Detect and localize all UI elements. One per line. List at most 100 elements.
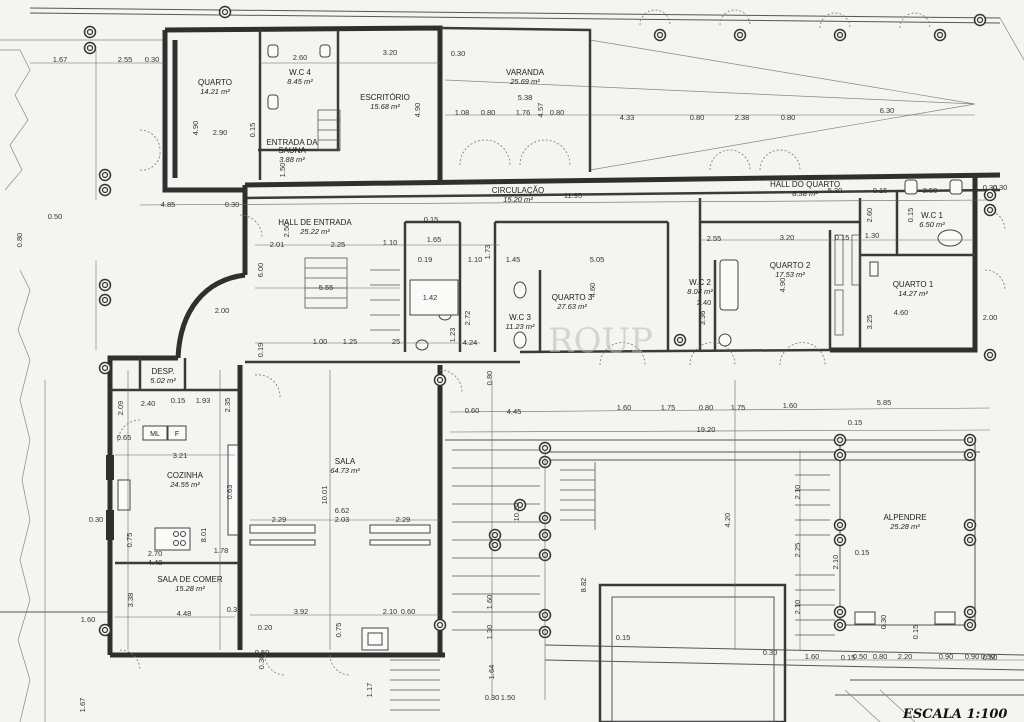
- column-circle: [218, 5, 232, 19]
- dimension-label: 0.80: [873, 652, 888, 661]
- dimension-label: 2.35: [223, 398, 232, 413]
- dimension-label: 4.60: [894, 308, 909, 317]
- dimension-label: 2.01: [270, 240, 285, 249]
- ml-label: ML: [150, 431, 160, 438]
- dimension-label: 8.01: [199, 528, 208, 543]
- dimension-label: 1.23: [448, 328, 457, 343]
- room-name: ESCRITÓRIO: [360, 93, 410, 102]
- dimension-label: 2.60: [293, 53, 308, 62]
- room-label: W.C 48.45 m²: [287, 68, 313, 86]
- column-core: [986, 351, 994, 359]
- room-area: 25.22 m²: [299, 227, 330, 236]
- dimension-label: 0.15: [835, 233, 850, 242]
- dimension-label: 0.90: [965, 652, 980, 661]
- column-circle: [98, 168, 112, 182]
- column-core: [656, 31, 664, 39]
- dimension-label: 8.82: [579, 578, 588, 593]
- room-area: 24.55 m²: [169, 480, 200, 489]
- room-area: 11.23 m²: [505, 322, 535, 331]
- dimension-label: 4.90: [778, 278, 787, 293]
- column-core: [836, 31, 844, 39]
- watermark-text: ROUP: [548, 321, 653, 361]
- room-name: COZINHA: [167, 471, 204, 480]
- dimension-label: 1.60: [783, 401, 798, 410]
- room-label: DESP.5.02 m²: [150, 367, 176, 385]
- room-area: 25.28 m²: [889, 522, 920, 531]
- column-circle: [963, 533, 977, 547]
- room-label: QUARTO 114.27 m²: [893, 280, 934, 298]
- dimension-label: 5.05: [590, 255, 605, 264]
- room-area: 8.38 m²: [792, 189, 818, 198]
- room-name: ENTRADA DA: [266, 138, 318, 147]
- column-circle: [653, 28, 667, 42]
- column-circle: [963, 618, 977, 632]
- dimension-label: 3.36: [698, 311, 707, 326]
- dimension-label: 1.75: [731, 403, 746, 412]
- column-core: [436, 621, 444, 629]
- column-circle: [83, 41, 97, 55]
- room-name: HALL DE ENTRADA: [278, 218, 352, 227]
- column-circle: [98, 293, 112, 307]
- dimension-label: 1.65: [427, 235, 442, 244]
- column-circle: [983, 203, 997, 217]
- dimension-label: 1.50: [278, 163, 287, 178]
- dimension-label: 0.50: [48, 212, 63, 221]
- column-core: [986, 191, 994, 199]
- column-circle: [963, 433, 977, 447]
- dimension-label: 0.60: [401, 607, 416, 616]
- dimension-label: 5.85: [877, 398, 892, 407]
- column-core: [101, 281, 109, 289]
- room-name: QUARTO 1: [893, 280, 934, 289]
- dimension-label: 0.19: [418, 255, 433, 264]
- column-core: [966, 451, 974, 459]
- column-circle: [833, 533, 847, 547]
- dimension-label: 0.90: [939, 652, 954, 661]
- room-name: HALL DO QUARTO: [770, 180, 840, 189]
- room-name: SAUNA: [278, 146, 306, 155]
- dimension-label: 2.29: [272, 515, 287, 524]
- dimension-label: 2.38: [735, 113, 750, 122]
- dimension-label: 4.45: [507, 407, 522, 416]
- column-core: [966, 436, 974, 444]
- f-label: F: [175, 431, 179, 438]
- dimension-label: 1.93: [196, 396, 211, 405]
- column-circle: [433, 618, 447, 632]
- column-circle: [733, 28, 747, 42]
- column-core: [836, 521, 844, 529]
- dimension-label: 2.25: [793, 543, 802, 558]
- dimension-label: 1.64: [487, 665, 496, 680]
- room-area: 5.02 m²: [150, 376, 176, 385]
- column-core: [676, 336, 684, 344]
- dimension-label: 1.60: [81, 615, 96, 624]
- column-circle: [833, 433, 847, 447]
- dimension-label: 0.30: [993, 183, 1008, 192]
- dimension-label: 1.17: [365, 683, 374, 698]
- fixtures: [117, 44, 963, 625]
- column-core: [101, 626, 109, 634]
- dimension-label: 2.10: [793, 485, 802, 500]
- dimension-label: 1.76: [516, 108, 531, 117]
- room-name: W.C 4: [289, 68, 311, 77]
- dimension-label: 2.00: [983, 313, 998, 322]
- dimension-label: 3.25: [865, 315, 874, 330]
- dimension-label: 2.29: [396, 515, 411, 524]
- dimension-label: 1.10: [468, 255, 483, 264]
- dimension-label: 4.48: [148, 558, 163, 567]
- dimension-label: 0.30: [763, 648, 778, 657]
- dimension-label: 0.80: [690, 113, 705, 122]
- dimension-label: 0.15: [911, 625, 920, 640]
- column-circle: [963, 605, 977, 619]
- dimension-label: 5.30: [828, 186, 843, 195]
- column-circle: [963, 448, 977, 462]
- room-area: 64.73 m²: [330, 466, 360, 475]
- column-circle: [83, 25, 97, 39]
- column-core: [966, 536, 974, 544]
- dimension-label: 4.24: [463, 338, 478, 347]
- dimension-label: 0.75: [334, 623, 343, 638]
- dimension-label: 0.80: [781, 113, 796, 122]
